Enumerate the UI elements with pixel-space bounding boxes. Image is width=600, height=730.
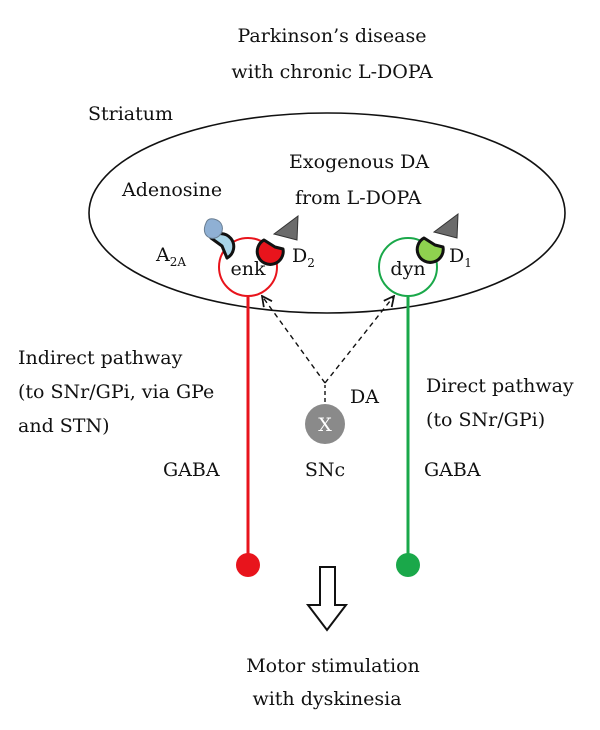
direct-line-1: Direct pathway: [426, 375, 574, 397]
d2-label: D2: [292, 245, 315, 270]
direct-line-2: (to SNr/GPi): [426, 409, 545, 431]
outcome-line-2: with dyskinesia: [252, 688, 401, 710]
title-line-2: with chronic L-DOPA: [231, 61, 433, 83]
striatum-ellipse: [88, 112, 566, 314]
d2-receptor-icon: [255, 238, 285, 266]
exogenous-da-line-2: from L-DOPA: [295, 187, 421, 209]
gaba-left-label: GABA: [163, 459, 220, 481]
snc-x-mark: X: [318, 414, 332, 436]
d2-da-ligand-icon: [272, 214, 299, 241]
indirect-line-3: and STN): [18, 415, 110, 437]
da-projection-to-enk: [262, 296, 326, 384]
da-projection-to-dyn: [324, 296, 394, 384]
title-line-1: Parkinson’s disease: [238, 25, 427, 47]
adenosine-icon: [204, 218, 223, 239]
d1-receptor-icon: [415, 236, 445, 264]
output-arrow-icon: [305, 566, 349, 632]
adenosine-label: Adenosine: [121, 179, 222, 201]
d1-da-ligand-icon: [432, 212, 459, 239]
dyn-label: dyn: [390, 258, 425, 280]
d1-label: D1: [449, 245, 472, 270]
indirect-terminal: [236, 553, 260, 577]
striatum-label: Striatum: [88, 103, 173, 125]
outcome-line-1: Motor stimulation: [246, 655, 420, 677]
snc-neuron: [305, 404, 345, 444]
gaba-right-label: GABA: [424, 459, 481, 481]
direct-terminal: [396, 553, 420, 577]
exogenous-da-line-1: Exogenous DA: [289, 151, 429, 173]
snc-label: SNc: [305, 459, 345, 481]
da-label: DA: [350, 386, 379, 408]
indirect-line-1: Indirect pathway: [18, 347, 183, 369]
enk-label: enk: [231, 258, 266, 280]
a2a-label: A2A: [155, 244, 186, 269]
indirect-line-2: (to SNr/GPi, via GPe: [18, 381, 214, 403]
